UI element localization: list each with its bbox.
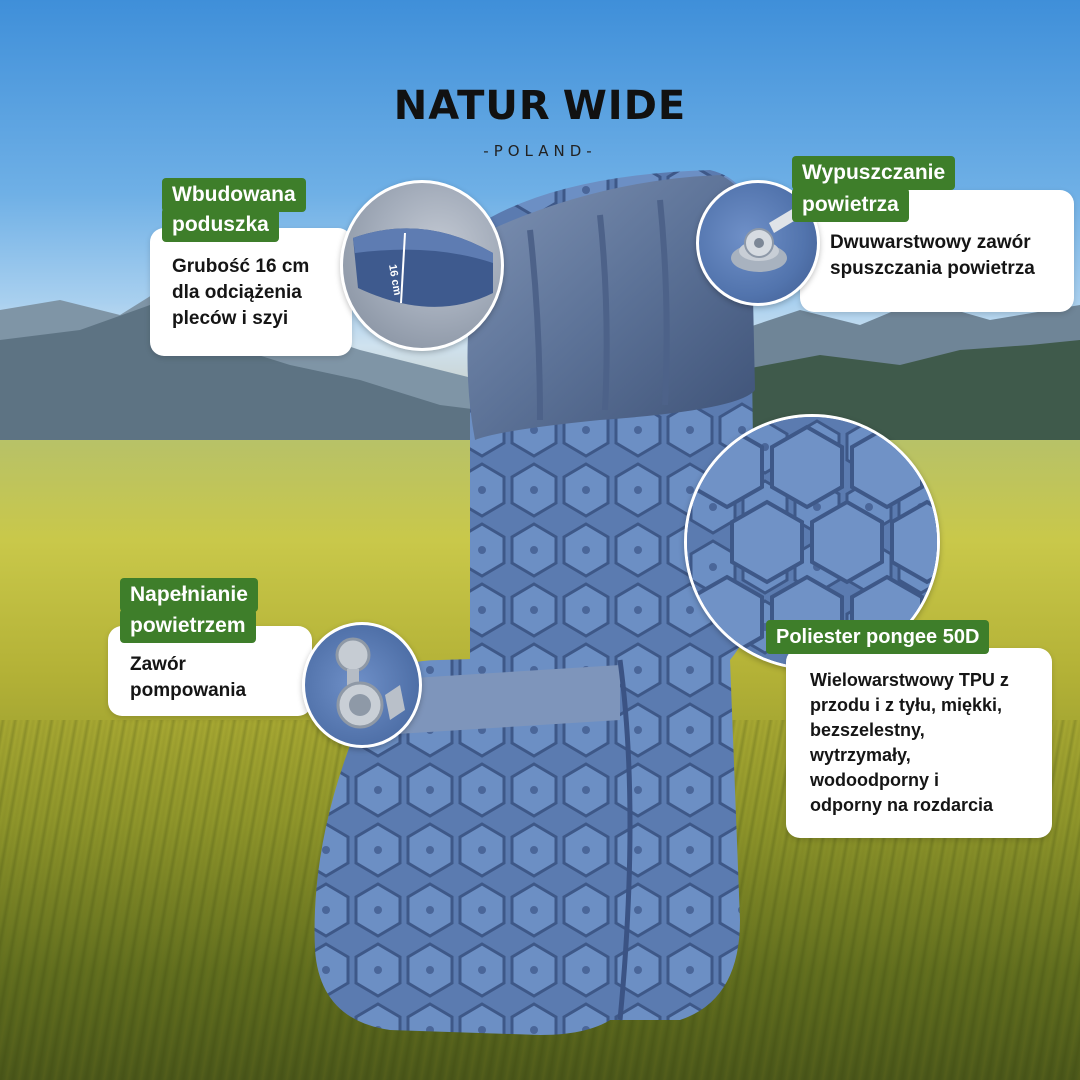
deflate-valve-icon [731,208,799,272]
pillow-thickness-label: 16 cm [386,263,403,296]
fabric-title: Poliester pongee 50D [766,620,990,654]
fabric-desc-line6: odporny na rozdarcia [810,795,994,815]
pillow-title-line2: poduszka [162,208,279,242]
deflate-title-line1: Wypuszczanie [792,156,956,190]
deflate-description: Dwuwarstwowy zawór spuszczania powietrza [800,190,1074,312]
fabric-description: Wielowarstwowy TPU z przodu i z tyłu, mi… [786,648,1052,838]
inflate-title-line2: powietrzem [120,609,256,643]
fabric-desc-line5: wodoodporny i [810,770,939,790]
fabric-desc-line3: bezszelestny, [810,720,925,740]
inflate-valve-zoom-circle [302,622,422,748]
fabric-desc-line1: Wielowarstwowy TPU z [810,670,1009,690]
inflate-desc-line1: Zawór [130,654,186,675]
brand-name-left: NATUR [393,83,551,129]
pillow-thickness-illustration: 16 cm [353,228,493,307]
fabric-desc-line4: wytrzymały, [810,745,911,765]
deflate-title-line2: powietrza [792,188,909,222]
inflate-title-line1: Napełnianie [120,578,258,612]
fabric-desc-line2: przodu i z tyłu, miękki, [810,695,1003,715]
pillow-desc-line1: Grubość 16 cm [172,256,310,277]
deflate-desc-line2: spuszczania powietrza [830,258,1035,279]
brand-name-right: WIDE [562,83,687,129]
pillow-desc-line2: dla odciążenia [172,282,302,303]
pillow-zoom-circle: 16 cm [340,180,504,351]
pillow-description: Grubość 16 cm dla odciążenia pleców i sz… [150,228,352,356]
brand-logo: NATUR WIDE -POLAND- [394,84,685,174]
pillow-title-line1: Wbudowana [162,178,306,212]
inflate-desc-line2: pompowania [130,680,247,701]
pillow-desc-line3: pleców i szyi [172,308,289,329]
deflate-desc-line1: Dwuwarstwowy zawór [830,232,1031,253]
brand-subtitle: -POLAND- [483,142,597,160]
inflate-valve-icon [335,637,405,729]
sleeping-mat-image [314,170,755,1035]
